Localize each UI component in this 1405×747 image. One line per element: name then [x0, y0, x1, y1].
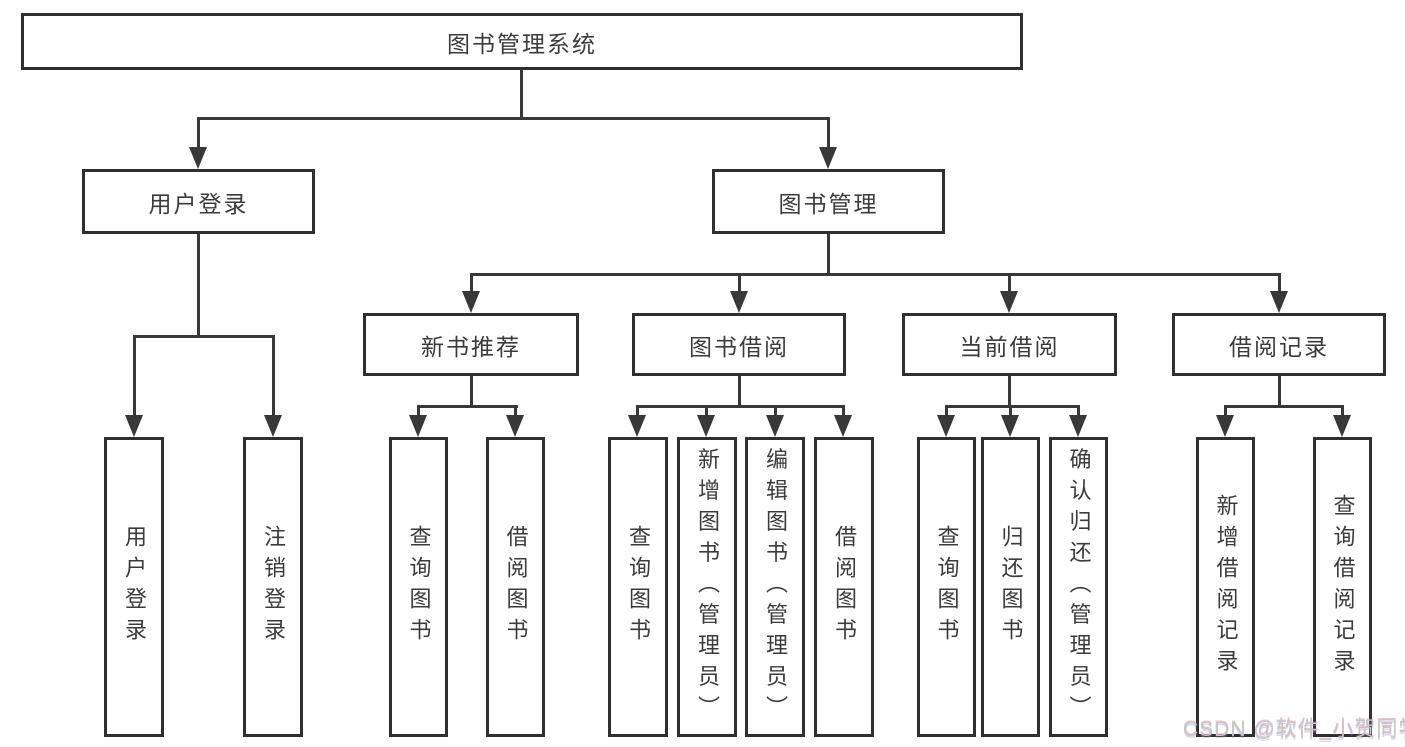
leaf-add-borrow-record-label: 新增借阅记录	[1213, 494, 1239, 680]
node-user-login: 用户登录	[82, 169, 315, 234]
connector-drop-l3	[738, 273, 741, 293]
arrow-down-icon	[189, 147, 207, 169]
arrow-down-icon	[1270, 291, 1288, 313]
node-book-management-label: 图书管理	[778, 190, 879, 217]
connector-drop-leaf	[1224, 405, 1227, 419]
arrow-down-icon	[697, 415, 715, 437]
arrow-down-icon	[462, 291, 480, 313]
leaf-add-book-admin-label: 新增图书（管理员）	[695, 447, 720, 727]
connector-drop-leaf	[133, 335, 136, 417]
leaf-confirm-return-admin-label: 确认归还（管理员）	[1066, 447, 1092, 727]
connector-user-login-trunk	[197, 234, 200, 337]
leaf-return-books: 归还图书	[981, 437, 1040, 737]
leaf-query-books-current-label: 查询图书	[934, 525, 960, 649]
leaf-user-login: 用户登录	[104, 437, 164, 737]
leaf-confirm-return-admin: 确认归还（管理员）	[1049, 437, 1108, 737]
leaf-logout: 注销登录	[243, 437, 303, 737]
connector-trunk	[738, 376, 741, 407]
connector-drop-leaf	[774, 405, 777, 419]
arrow-down-icon	[834, 415, 852, 437]
connector-trunk	[470, 376, 473, 407]
connector-drop-l3	[470, 273, 473, 293]
watermark: CSDN @软件_小贺同学	[1183, 718, 1405, 741]
connector-root-trunk	[520, 69, 523, 120]
leaf-add-borrow-record: 新增借阅记录	[1196, 437, 1255, 737]
arrow-down-icon	[766, 415, 784, 437]
leaf-query-books-borrowing: 查询图书	[608, 437, 668, 737]
connector-trunk	[1008, 376, 1011, 407]
leaf-query-books-borrowing-label: 查询图书	[626, 525, 651, 649]
connector-user-login-hline	[133, 335, 274, 338]
arrow-down-icon	[628, 415, 646, 437]
connector-drop-leaf	[705, 405, 708, 419]
node-root: 图书管理系统	[21, 13, 1023, 70]
leaf-return-books-label: 归还图书	[998, 525, 1024, 649]
connector-drop-leaf	[1077, 405, 1080, 419]
connector-drop-leaf	[1009, 405, 1012, 419]
leaf-user-login-label: 用户登录	[122, 525, 147, 649]
node-new-book-recommendation: 新书推荐	[363, 313, 579, 376]
node-user-login-label: 用户登录	[148, 190, 249, 217]
leaf-add-book-admin: 新增图书（管理员）	[677, 437, 737, 737]
node-borrowing-records-label: 借阅记录	[1229, 333, 1329, 360]
connector-drop-l3	[1008, 273, 1011, 293]
arrow-down-icon	[819, 147, 837, 169]
arrow-down-icon	[1069, 415, 1087, 437]
connector-drop-book-management	[827, 117, 830, 149]
connector-level3-hline	[470, 273, 1280, 276]
node-root-label: 图书管理系统	[447, 30, 597, 57]
connector-hline	[417, 405, 518, 408]
connector-book-management-trunk	[827, 234, 830, 275]
connector-drop-leaf	[1341, 405, 1344, 419]
connector-hline	[1224, 405, 1343, 408]
leaf-logout-label: 注销登录	[261, 525, 286, 649]
arrow-down-icon	[1333, 415, 1351, 437]
arrow-down-icon	[937, 415, 955, 437]
node-new-book-recommendation-label: 新书推荐	[421, 333, 521, 360]
connector-drop-leaf	[514, 405, 517, 419]
node-current-borrowing: 当前借阅	[902, 313, 1117, 376]
arrow-down-icon	[125, 415, 143, 437]
arrow-down-icon	[1001, 415, 1019, 437]
connector-trunk	[1278, 376, 1281, 407]
connector-level1-hline	[197, 117, 830, 120]
node-current-borrowing-label: 当前借阅	[959, 333, 1060, 360]
connector-drop-user-login	[197, 117, 200, 149]
leaf-query-borrow-record-label: 查询借阅记录	[1330, 494, 1356, 680]
arrow-down-icon	[730, 291, 748, 313]
connector-hline	[636, 405, 844, 408]
leaf-query-books-recommend: 查询图书	[389, 437, 448, 737]
arrow-down-icon	[409, 415, 427, 437]
connector-hline	[945, 405, 1079, 408]
leaf-edit-book-admin-label: 编辑图书（管理员）	[763, 447, 788, 727]
node-book-management: 图书管理	[712, 169, 945, 234]
connector-drop-leaf	[842, 405, 845, 419]
leaf-query-books-recommend-label: 查询图书	[406, 525, 432, 649]
connector-drop-leaf	[636, 405, 639, 419]
connector-drop-leaf	[417, 405, 420, 419]
leaf-borrow-books-recommend-label: 借阅图书	[503, 525, 529, 649]
leaf-query-books-current: 查询图书	[917, 437, 976, 737]
leaf-query-borrow-record: 查询借阅记录	[1313, 437, 1372, 737]
arrow-down-icon	[506, 415, 524, 437]
leaf-borrow-books-borrowing-label: 借阅图书	[832, 525, 857, 649]
leaf-borrow-books-borrowing: 借阅图书	[814, 437, 874, 737]
connector-drop-leaf	[945, 405, 948, 419]
arrow-down-icon	[1216, 415, 1234, 437]
arrow-down-icon	[264, 415, 282, 437]
connector-drop-l3	[1278, 273, 1281, 293]
node-book-borrowing-label: 图书借阅	[689, 333, 789, 360]
connector-drop-leaf	[272, 335, 275, 417]
arrow-down-icon	[1000, 291, 1018, 313]
node-borrowing-records: 借阅记录	[1172, 313, 1386, 376]
leaf-edit-book-admin: 编辑图书（管理员）	[745, 437, 805, 737]
node-book-borrowing: 图书借阅	[632, 313, 846, 376]
leaf-borrow-books-recommend: 借阅图书	[486, 437, 545, 737]
